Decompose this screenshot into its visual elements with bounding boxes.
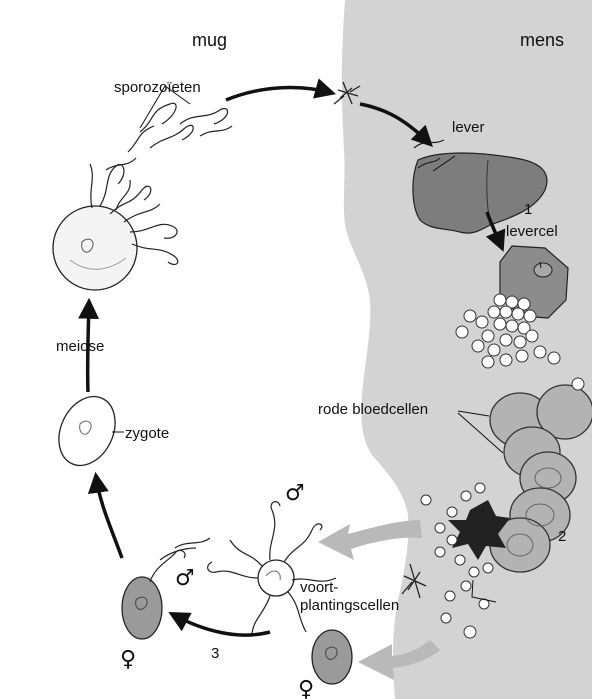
step-1-number: 1	[524, 201, 532, 218]
arrow-zygote-to-oocyst	[96, 476, 122, 558]
male-symbol-left: ♂	[175, 566, 195, 591]
red-blood-cells-label: rode bloedcellen	[318, 401, 428, 418]
step-2-number: 2	[558, 528, 566, 545]
female-symbol-bottom: ♀	[298, 677, 314, 699]
step-3-number: 3	[211, 645, 219, 662]
reproductive-cells-label-line2: plantingscellen	[300, 597, 399, 614]
human-label: mens	[520, 30, 564, 50]
human-body-silhouette	[342, 0, 592, 699]
male-symbol-top: ♂	[285, 481, 305, 506]
reproductive-cells-label-line1: voort-	[300, 579, 338, 596]
meiosis-label: meiose	[56, 338, 104, 355]
grey-arrow-to-gametes	[318, 520, 422, 560]
zygote-label: zygote	[125, 425, 169, 442]
female-gamete-left	[122, 550, 185, 639]
zygote-cell	[48, 387, 126, 474]
liver-label: lever	[452, 119, 485, 136]
female-symbol-left: ♀	[120, 647, 136, 672]
male-gamete	[208, 502, 336, 636]
arrow-gametes-to-zygote	[172, 614, 270, 635]
mosquito-label: mug	[192, 30, 227, 50]
sporozoites-label: sporozoïeten	[114, 79, 201, 96]
liver-cell-label: levercel	[506, 223, 558, 240]
arrow-sporozoites-to-human	[226, 88, 332, 100]
female-gamete-right	[312, 630, 352, 684]
oocyst	[53, 206, 137, 290]
